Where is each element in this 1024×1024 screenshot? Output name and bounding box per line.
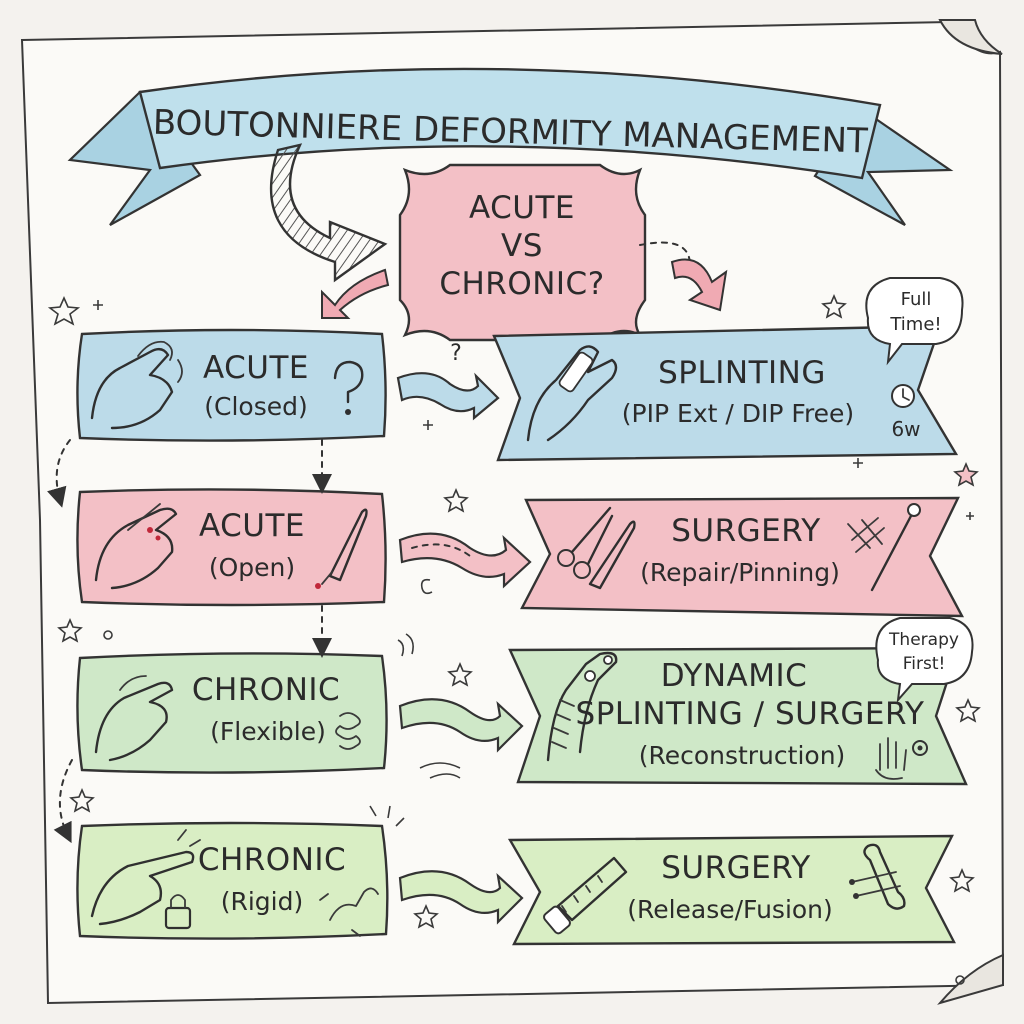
broken-bone-icon [319, 887, 379, 937]
treatment-title: SPLINTING [658, 355, 826, 391]
hand-pointing-icon [90, 829, 201, 926]
category-title: CHRONIC [198, 842, 346, 878]
connector-arrow-4 [398, 870, 524, 925]
lock-icon [164, 894, 192, 930]
star-icon [821, 293, 847, 319]
category-subtitle: (Flexible) [210, 717, 326, 746]
treatment-title: DYNAMIC [661, 658, 808, 694]
spring-icon [335, 712, 361, 750]
flow-arrow-flexible-to-rigid [53, 759, 73, 844]
sparkle-icon [853, 458, 863, 468]
treatment-surgery-repair: SURGERY (Repair/Pinning) [520, 496, 965, 618]
full-time-line-1: Full [901, 289, 932, 310]
connector-arrow-1: ? [396, 341, 500, 421]
branch-arrow-left [321, 268, 390, 319]
decision-line-3: CHRONIC? [439, 266, 604, 302]
duration-label: 6w [891, 417, 920, 441]
star-icon [447, 661, 473, 687]
question-mark-icon [333, 360, 364, 415]
curled-corner-top [938, 19, 1003, 55]
connector-arrow-2 [398, 532, 532, 589]
sparkle-icon [419, 762, 461, 779]
sparkle-icon [423, 420, 433, 430]
decision-box: ACUTE VS CHRONIC? [398, 163, 647, 342]
star-icon [57, 617, 83, 643]
category-title: ACUTE [199, 508, 305, 544]
clock-icon [891, 384, 915, 408]
sparkle-icon [420, 578, 433, 595]
full-time-bubble: Full Time! [865, 277, 964, 366]
fused-bone-icon [849, 843, 906, 910]
hand-icon [90, 340, 183, 430]
treatment-detail: (Reconstruction) [639, 741, 846, 770]
scalpel-icon [315, 508, 368, 589]
category-chronic-rigid: CHRONIC (Rigid) [76, 821, 389, 940]
title-banner: BOUTONNIERE DEFORMITY MANAGEMENT [67, 67, 954, 226]
hand-cut-icon [94, 503, 178, 590]
sutures-icon [847, 517, 885, 553]
scissors-icon [557, 506, 614, 579]
flow-arrow-closed-to-open [47, 439, 71, 508]
treatment-title: SURGERY [671, 513, 821, 549]
category-title: ACUTE [203, 350, 309, 386]
hand-flexing-icon [94, 675, 174, 762]
branch-arrow-right [670, 258, 728, 312]
saw-icon [543, 856, 628, 935]
treatment-title: SURGERY [661, 850, 811, 886]
splinted-hand-icon [526, 345, 618, 442]
category-subtitle: (Open) [209, 553, 295, 582]
therapy-first-bubble: Therapy First! [875, 617, 974, 704]
treatment-detail: (Release/Fusion) [627, 895, 833, 924]
treatment-detail: (PIP Ext / DIP Free) [622, 399, 854, 428]
sparkle-icon [966, 512, 974, 520]
question-bubble: ? [450, 341, 462, 366]
full-time-line-2: Time! [889, 314, 941, 335]
decision-line-1: ACUTE [469, 190, 575, 226]
treatment-surgery-fusion: SURGERY (Release/Fusion) [507, 834, 956, 946]
sparkle-icon [93, 300, 103, 310]
scalpel-icon [588, 520, 636, 590]
treatment-detail: (Repair/Pinning) [640, 558, 840, 587]
star-icon [413, 903, 439, 929]
star-icon [949, 867, 975, 893]
dot-icon [103, 630, 113, 640]
category-subtitle: (Rigid) [221, 887, 304, 916]
star-icon [47, 296, 81, 326]
curled-corner-bottom [937, 953, 1004, 1005]
category-subtitle: (Closed) [204, 392, 307, 421]
category-title: CHRONIC [192, 672, 340, 708]
sparkle-icon [369, 805, 405, 827]
star-icon [953, 461, 979, 487]
category-acute-open: ACUTE (Open) [76, 488, 387, 607]
decision-line-2: VS [501, 228, 543, 264]
connector-arrow-3 [398, 698, 524, 753]
hand-gear-icon [875, 737, 928, 780]
treatment-splinting: SPLINTING (PIP Ext / DIP Free) 6w [492, 324, 959, 462]
therapy-line-1: Therapy [888, 630, 959, 650]
star-icon [955, 697, 981, 723]
star-icon [69, 787, 95, 813]
star-icon [443, 487, 469, 513]
category-chronic-flexible: CHRONIC (Flexible) [76, 652, 388, 774]
category-acute-closed: ACUTE (Closed) [76, 328, 387, 442]
dynamic-splint-icon [546, 651, 618, 762]
pin-icon [870, 503, 921, 592]
treatment-title-line-2: SPLINTING / SURGERY [576, 696, 925, 732]
decorative-stars [47, 293, 981, 985]
therapy-line-2: First! [903, 654, 946, 674]
sparkle-icon [397, 633, 414, 657]
dot-icon [955, 975, 965, 985]
title-to-decision-arrow [269, 143, 388, 283]
